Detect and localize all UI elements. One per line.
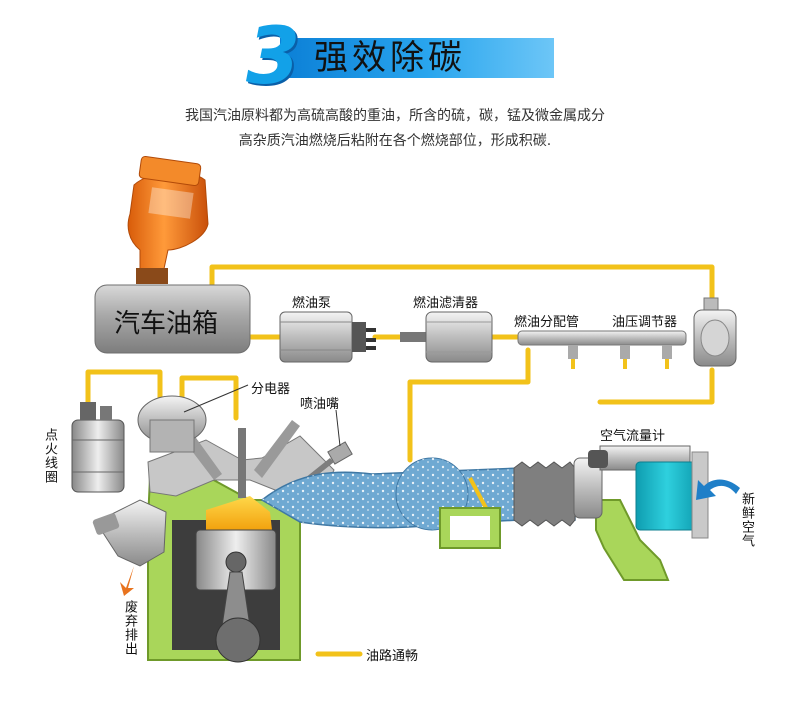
fuel-additive-bottle-icon bbox=[127, 155, 209, 284]
fuel-tank-label: 汽车油箱 bbox=[114, 309, 219, 339]
intake-bellows bbox=[513, 461, 576, 527]
distributor-label: 分电器 bbox=[251, 382, 291, 397]
exhaust-label: 废弃排出 bbox=[122, 600, 137, 656]
intake-duct bbox=[439, 499, 670, 581]
rail-feed-line bbox=[407, 347, 531, 463]
fuel-rail-label: 燃油分配管 bbox=[514, 315, 580, 330]
air-flow-meter-label: 空气流量计 bbox=[600, 429, 666, 444]
return-line bbox=[209, 264, 715, 303]
legend-label: 油路通畅 bbox=[366, 649, 419, 664]
exhaust-arrow-icon bbox=[120, 566, 134, 596]
engine-block bbox=[147, 477, 301, 663]
ignition-coil-label: 点火线圈 bbox=[42, 428, 57, 484]
pressure-regulator-label: 油压调节器 bbox=[612, 315, 678, 330]
section-number: 3 bbox=[246, 12, 301, 102]
coil-to-distributor-line-2 bbox=[179, 375, 239, 421]
injector-label: 喷油嘴 bbox=[300, 397, 340, 412]
fuel-lines bbox=[85, 264, 715, 657]
callout-lines bbox=[183, 384, 341, 447]
fuel-filter bbox=[400, 311, 493, 363]
fuel-rail bbox=[517, 330, 687, 369]
pressure-regulator bbox=[693, 297, 737, 367]
air-flow-meter bbox=[573, 445, 709, 539]
intro-text-line-2: 高杂质汽油燃烧后粘附在各个燃烧部位，形成积碳. bbox=[238, 133, 552, 149]
fuel-tank bbox=[94, 284, 251, 354]
fresh-air-label: 新鲜空气 bbox=[739, 492, 754, 548]
distributor bbox=[137, 395, 207, 453]
section-heading: 强效除碳 bbox=[314, 38, 466, 78]
fuel-pump-label: 燃油泵 bbox=[292, 296, 332, 311]
regulator-return-line bbox=[597, 367, 715, 405]
fuel-pump bbox=[279, 311, 376, 363]
exhaust-manifold bbox=[92, 499, 167, 567]
ignition-coil bbox=[71, 402, 125, 493]
coil-to-distributor-line-1 bbox=[85, 369, 163, 405]
intro-text-line-1: 我国汽油原料都为高硫高酸的重油，所含的硫，碳，锰及微金属成分 bbox=[185, 108, 605, 124]
arrow-curved-left-icon bbox=[696, 479, 740, 500]
fuel-filter-label: 燃油滤清器 bbox=[413, 296, 479, 311]
combustion-flame bbox=[206, 496, 272, 530]
section-title: 3 强效除碳 bbox=[246, 18, 554, 96]
title-background-bar bbox=[280, 38, 554, 78]
